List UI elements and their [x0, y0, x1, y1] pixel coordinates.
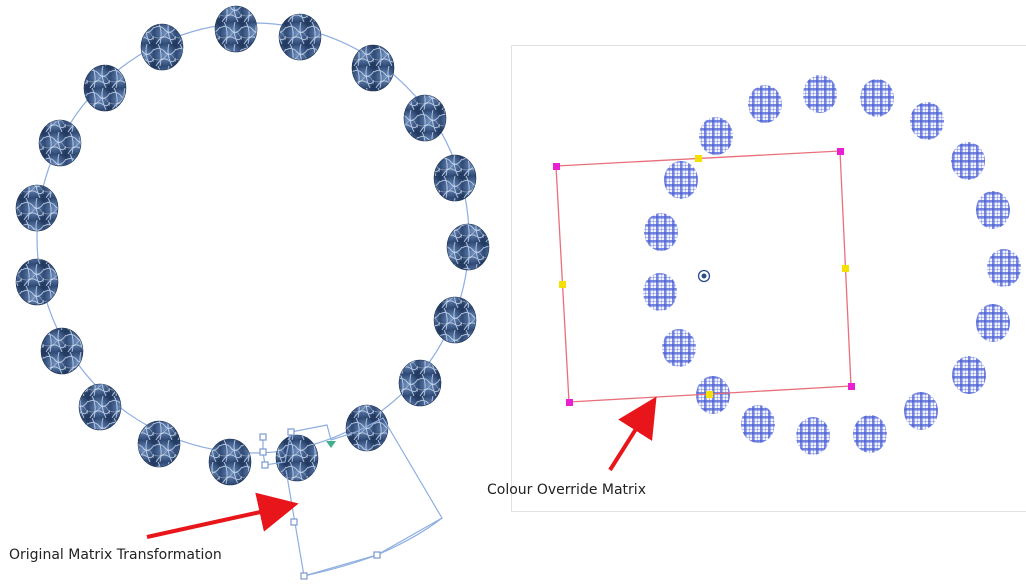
- caption-original-matrix: Original Matrix Transformation: [9, 547, 222, 563]
- bead: [446, 223, 490, 271]
- bead: [15, 184, 59, 232]
- bead: [952, 356, 986, 394]
- bead: [137, 420, 181, 468]
- bead: [398, 359, 442, 407]
- bead: [664, 161, 698, 199]
- mid-handle[interactable]: [695, 155, 702, 162]
- corner-handle[interactable]: [553, 163, 560, 170]
- bead: [976, 191, 1010, 229]
- bead: [987, 249, 1021, 287]
- bead: [803, 75, 837, 113]
- bead: [662, 329, 696, 367]
- bead: [278, 13, 322, 61]
- arrow-icon: [608, 396, 657, 472]
- bead: [140, 23, 184, 71]
- bead: [976, 304, 1010, 342]
- cage-anchor-icon[interactable]: [326, 441, 336, 448]
- bead: [214, 5, 258, 53]
- cage-point[interactable]: [290, 518, 298, 526]
- arrow-icon: [146, 492, 299, 539]
- cage-point[interactable]: [259, 433, 267, 441]
- override-bead-ring: [643, 75, 1021, 455]
- cage-point[interactable]: [259, 448, 267, 456]
- mid-handle[interactable]: [842, 265, 849, 272]
- bead: [643, 273, 677, 311]
- bead: [351, 44, 395, 92]
- caption-colour-override: Colour Override Matrix: [487, 482, 646, 498]
- cage-point[interactable]: [261, 461, 269, 469]
- bead: [699, 117, 733, 155]
- bead: [860, 79, 894, 117]
- right-panel-frame: [511, 45, 1026, 512]
- bead: [403, 94, 447, 142]
- bead: [433, 296, 477, 344]
- corner-handle[interactable]: [566, 399, 573, 406]
- cage-point[interactable]: [373, 551, 381, 559]
- cage-point[interactable]: [300, 572, 308, 580]
- bead: [748, 85, 782, 123]
- bead: [208, 438, 252, 486]
- bead: [40, 327, 84, 375]
- bead: [741, 405, 775, 443]
- corner-handle[interactable]: [848, 383, 855, 390]
- bead: [78, 383, 122, 431]
- cage-point[interactable]: [287, 428, 295, 436]
- bead: [433, 154, 477, 202]
- bead: [904, 392, 938, 430]
- original-bead-ring: [15, 5, 490, 486]
- mid-handle[interactable]: [706, 391, 713, 398]
- bead: [910, 102, 944, 140]
- bead: [275, 434, 319, 482]
- bead-group: [15, 5, 490, 486]
- bead: [345, 404, 389, 452]
- pivot-point-icon[interactable]: [697, 269, 711, 283]
- mid-handle[interactable]: [559, 281, 566, 288]
- bead: [38, 119, 82, 167]
- transform-bounding-box[interactable]: [553, 148, 855, 406]
- corner-handle[interactable]: [837, 148, 844, 155]
- bead: [15, 258, 59, 306]
- bead: [853, 415, 887, 453]
- bead: [796, 417, 830, 455]
- bead: [644, 213, 678, 251]
- bead: [83, 64, 127, 112]
- bead: [951, 142, 985, 180]
